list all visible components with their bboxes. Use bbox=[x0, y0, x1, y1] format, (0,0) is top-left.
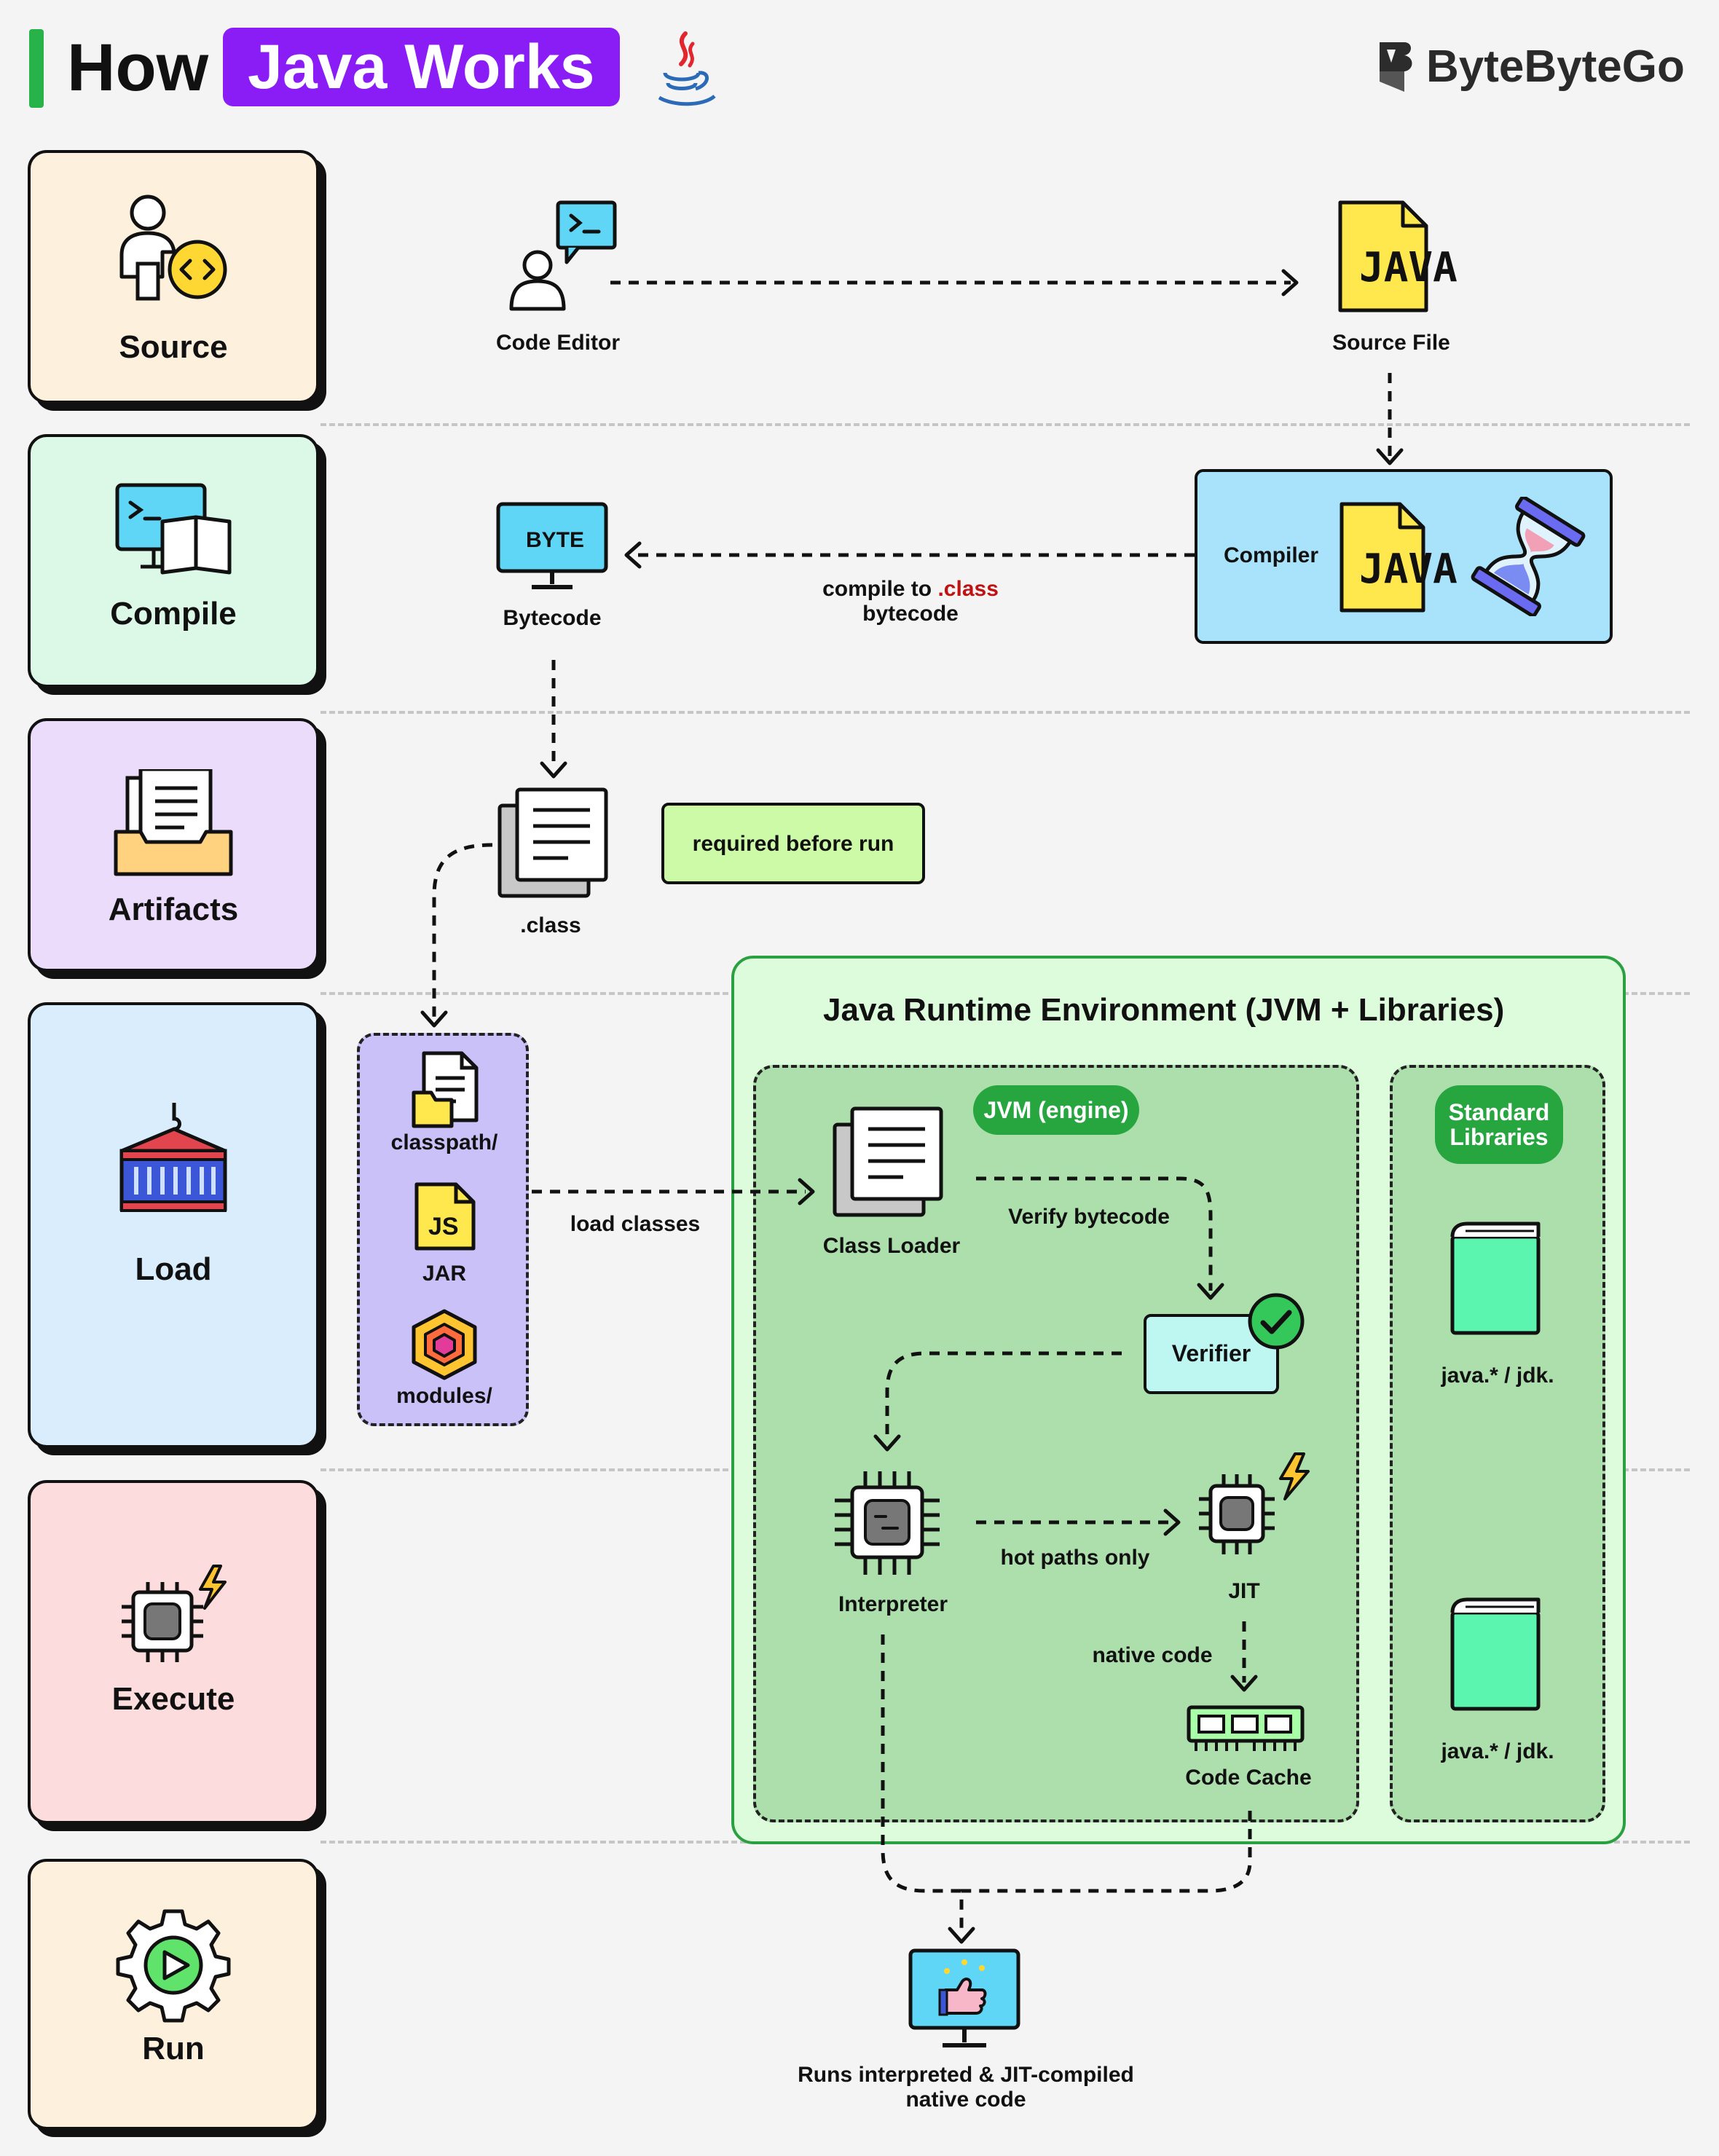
stage-run: Run bbox=[28, 1859, 319, 2130]
interpreter-label: Interpreter bbox=[838, 1592, 948, 1616]
stdlib-book-icon bbox=[1450, 1597, 1541, 1711]
bytecode-monitor-icon bbox=[496, 502, 608, 589]
class-loader-icon bbox=[833, 1106, 943, 1217]
stage-label: Run bbox=[142, 2031, 205, 2066]
crane-container-icon bbox=[119, 1103, 227, 1212]
bytecode-label: Bytecode bbox=[503, 606, 602, 630]
edge-verify bbox=[976, 1176, 1213, 1291]
stage-source: Source bbox=[28, 150, 319, 404]
pill-line: Libraries bbox=[1449, 1124, 1549, 1150]
stdlib-book-icon bbox=[1450, 1221, 1541, 1335]
jvm-engine-pill: JVM (engine) bbox=[973, 1085, 1139, 1135]
cpu-lightning-icon bbox=[122, 1565, 227, 1662]
edge-interpreter-to-run bbox=[881, 1634, 961, 1893]
compile-edge-label: compile to .class bytecode bbox=[822, 577, 999, 626]
class-file-label: .class bbox=[520, 913, 581, 937]
stage-divider bbox=[320, 711, 1690, 714]
run-monitor-icon bbox=[908, 1948, 1020, 2047]
stdlib-label: java.* / jdk. bbox=[1441, 1739, 1554, 1763]
terminal-book-icon bbox=[115, 483, 232, 575]
stage-load: Load bbox=[28, 1002, 319, 1448]
jar-file-icon bbox=[414, 1182, 476, 1251]
stage-compile: Compile bbox=[28, 434, 319, 688]
bytebytego-logo-icon bbox=[1380, 42, 1412, 92]
code-editor-label: Code Editor bbox=[496, 331, 620, 355]
hot-paths-label: hot paths only bbox=[1000, 1546, 1150, 1570]
title-highlight: Java Works bbox=[223, 28, 620, 106]
jit-label: JIT bbox=[1228, 1579, 1260, 1603]
stage-label: Load bbox=[135, 1251, 212, 1287]
interpreter-cpu-icon bbox=[835, 1471, 940, 1575]
code-cache-ram-icon bbox=[1187, 1705, 1305, 1751]
class-file-icon bbox=[497, 787, 608, 898]
classpath-label: classpath/ bbox=[390, 1130, 498, 1154]
document-tray-icon bbox=[114, 769, 233, 876]
code-cache-label: Code Cache bbox=[1185, 1766, 1312, 1790]
compiler-label: Compiler bbox=[1224, 543, 1319, 567]
developer-code-icon bbox=[119, 194, 227, 301]
verifier-label: Verifier bbox=[1171, 1340, 1251, 1366]
stage-execute: Execute bbox=[28, 1480, 319, 1824]
class-loader-label: Class Loader bbox=[822, 1234, 961, 1258]
java-badge: JAVA bbox=[1359, 244, 1458, 291]
source-file-label: Source File bbox=[1332, 331, 1450, 355]
title-prefix: How bbox=[67, 31, 209, 105]
stage-label: Compile bbox=[110, 596, 237, 632]
stage-divider bbox=[320, 423, 1690, 426]
edge-cache-to-run bbox=[959, 1811, 1252, 1935]
edge-class-to-classpath bbox=[432, 843, 493, 1018]
pill-line: Standard bbox=[1448, 1099, 1550, 1125]
stage-label: Artifacts bbox=[108, 892, 239, 927]
required-before-run-label: required before run bbox=[692, 832, 894, 856]
native-code-label: native code bbox=[1092, 1643, 1213, 1667]
check-badge-icon bbox=[1248, 1293, 1305, 1350]
title-accent-bar bbox=[29, 29, 44, 108]
jar-label: JAR bbox=[422, 1262, 467, 1286]
gear-play-icon bbox=[116, 1909, 231, 2023]
standard-libraries-pill: Standard Libraries bbox=[1435, 1085, 1563, 1164]
java-cup-icon bbox=[658, 31, 716, 106]
compiler-java-file-icon bbox=[1340, 502, 1425, 613]
compile-edge-line2: bytecode bbox=[862, 602, 959, 626]
dashed-edges bbox=[432, 280, 1392, 1935]
run-result-line1: Runs interpreted & JIT-compiled bbox=[798, 2063, 1134, 2087]
modules-cube-icon bbox=[412, 1309, 477, 1380]
code-editor-icon bbox=[509, 200, 617, 311]
brand-name: ByteByteGo bbox=[1426, 42, 1685, 92]
load-classes-label: load classes bbox=[570, 1212, 701, 1236]
stage-artifacts: Artifacts bbox=[28, 718, 319, 972]
compiler-java-badge: JAVA bbox=[1359, 546, 1458, 593]
run-result-line2: native code bbox=[905, 2088, 1026, 2112]
run-result-label: Runs interpreted & JIT-compiled native c… bbox=[798, 2063, 1134, 2112]
compile-edge-prefix: compile to bbox=[822, 577, 938, 601]
source-file-icon bbox=[1338, 200, 1428, 312]
js-badge: JS bbox=[428, 1213, 459, 1240]
jre-title: Java Runtime Environment (JVM + Librarie… bbox=[823, 992, 1505, 1028]
edge-verifier-to-interpreter bbox=[885, 1351, 1122, 1442]
required-before-run-note bbox=[661, 803, 925, 884]
classpath-folder-icon bbox=[412, 1051, 479, 1128]
jit-cpu-icon bbox=[1199, 1452, 1310, 1554]
modules-label: modules/ bbox=[396, 1384, 492, 1408]
stdlib-label: java.* / jdk. bbox=[1441, 1364, 1554, 1388]
byte-badge: BYTE bbox=[526, 528, 585, 552]
stage-label: Source bbox=[119, 329, 228, 365]
stage-label: Execute bbox=[111, 1681, 235, 1717]
arrow-heads bbox=[420, 269, 1404, 1944]
hourglass-icon bbox=[1471, 497, 1586, 616]
verify-bytecode-label: Verify bytecode bbox=[1008, 1205, 1170, 1229]
compile-edge-highlight: .class bbox=[937, 577, 999, 601]
